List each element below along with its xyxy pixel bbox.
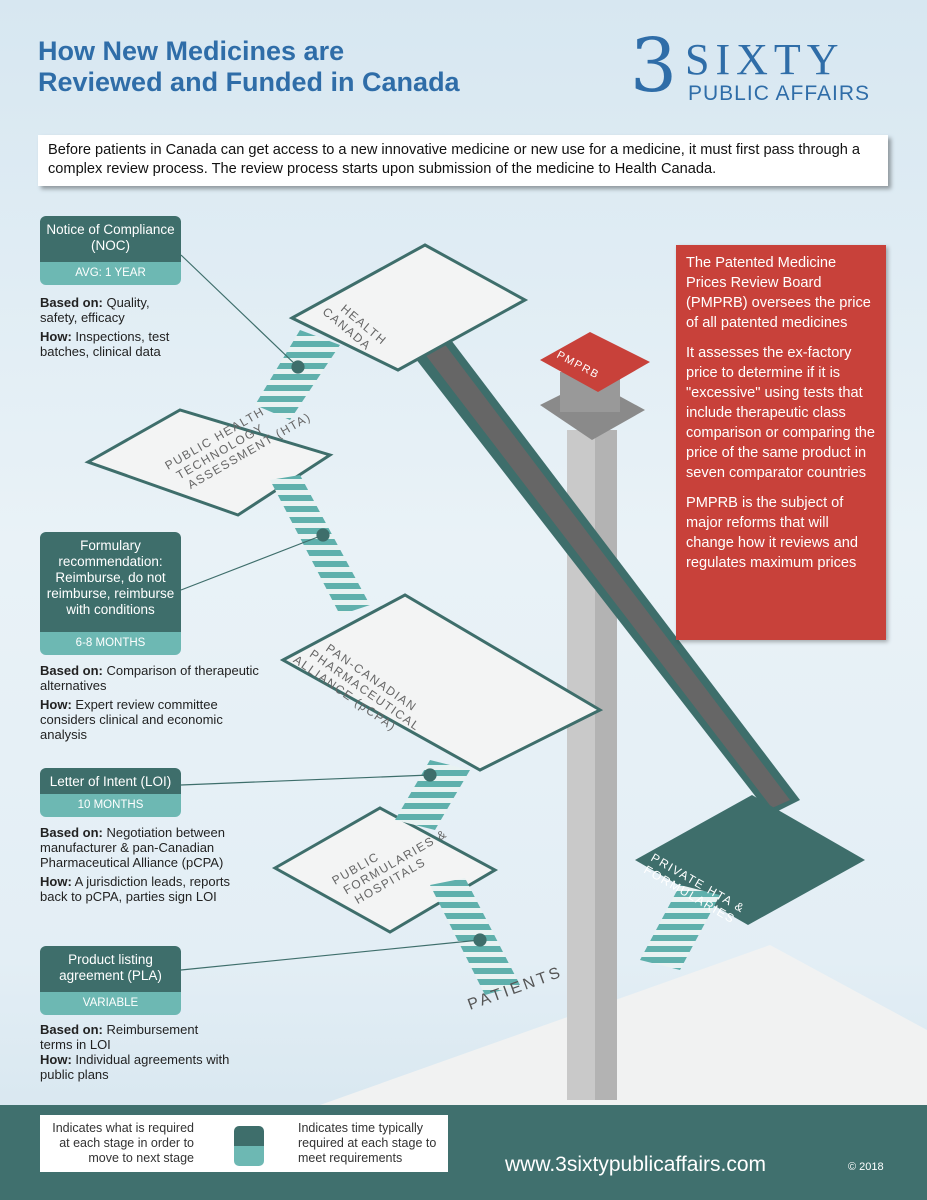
pmprb-paragraph: The Patented Medicine Prices Review Boar… (686, 255, 871, 331)
stage-card-loi: Letter of Intent (LOI)10 MONTHS (40, 768, 181, 817)
value: Inspections, test batches, clinical data (40, 329, 170, 359)
label: How: (40, 874, 72, 889)
value: Quality, safety, efficacy (40, 295, 150, 325)
stage-title: Letter of Intent (LOI) (40, 768, 181, 794)
pmprb-roof (540, 332, 650, 392)
label: How: (40, 329, 72, 344)
stage-card-noc: Notice of Compliance (NOC)AVG: 1 YEAR (40, 216, 181, 285)
title-line: How New Medicines are (38, 36, 345, 66)
stage-title: Formulary recommendation: Reimburse, do … (40, 532, 181, 632)
legend-required-text: Indicates what is required at each stage… (52, 1121, 194, 1165)
copyright: © 2018 (848, 1161, 884, 1173)
stage-time: AVG: 1 YEAR (40, 262, 181, 285)
stage-desc: Based on: Negotiation between manufactur… (40, 825, 260, 908)
platform-pcpa (279, 593, 604, 772)
stage-card-pla: Product listing agreement (PLA)VARIABLE (40, 946, 181, 1015)
stage-time: 6-8 MONTHS (40, 632, 181, 655)
title-line: Reviewed and Funded in Canada (38, 67, 460, 97)
connector-dot (473, 933, 487, 947)
legend: Indicates what is required at each stage… (40, 1115, 448, 1172)
connector-dot (291, 360, 305, 374)
stage-desc: Based on: Comparison of therapeutic alte… (40, 663, 260, 746)
stairs (255, 330, 340, 420)
pmprb-paragraph: It assesses the ex-factory price to dete… (686, 345, 875, 481)
legend-card-icon (234, 1126, 264, 1166)
logo-word: SIXTY (685, 35, 845, 84)
label: Based on: (40, 1022, 103, 1037)
stage-card-formulary: Formulary recommendation: Reimburse, do … (40, 532, 181, 655)
connector-dot (316, 528, 330, 542)
label: Based on: (40, 825, 103, 840)
intro-box: Before patients in Canada can get access… (38, 135, 888, 186)
legend-time-text: Indicates time typically required at eac… (298, 1121, 437, 1165)
pmprb-paragraph: PMPRB is the subject of major reforms th… (686, 495, 858, 571)
logo-number: 3 (630, 23, 678, 109)
value: Reimbursement terms in LOI (40, 1022, 199, 1052)
pmprb-info-box: The Patented Medicine Prices Review Boar… (676, 245, 886, 640)
label: How: (40, 697, 72, 712)
value: Expert review committee considers clinic… (40, 697, 223, 742)
stage-title: Product listing agreement (PLA) (40, 946, 181, 992)
website-link[interactable]: www.3sixtypublicaffairs.com (505, 1153, 767, 1176)
connector-dot (423, 768, 437, 782)
label: Based on: (40, 295, 103, 310)
platform-hta (84, 408, 334, 517)
stage-title: Notice of Compliance (NOC) (40, 216, 181, 262)
value: Comparison of therapeutic alternatives (40, 663, 259, 693)
stage-time: VARIABLE (40, 992, 181, 1015)
label: How: (40, 1052, 72, 1067)
platform-health-canada (288, 243, 529, 372)
value: Negotiation between manufacturer & pan-C… (40, 825, 225, 870)
logo-sub: PUBLIC AFFAIRS (688, 82, 871, 105)
stairs (640, 885, 720, 970)
stage-time: 10 MONTHS (40, 794, 181, 817)
stairs (270, 475, 370, 615)
label: Based on: (40, 663, 103, 678)
value: Individual agreements with public plans (40, 1052, 230, 1082)
patients-floor (320, 945, 927, 1105)
value: A jurisdiction leads, reports back to pC… (40, 874, 231, 904)
stairs (395, 760, 470, 830)
